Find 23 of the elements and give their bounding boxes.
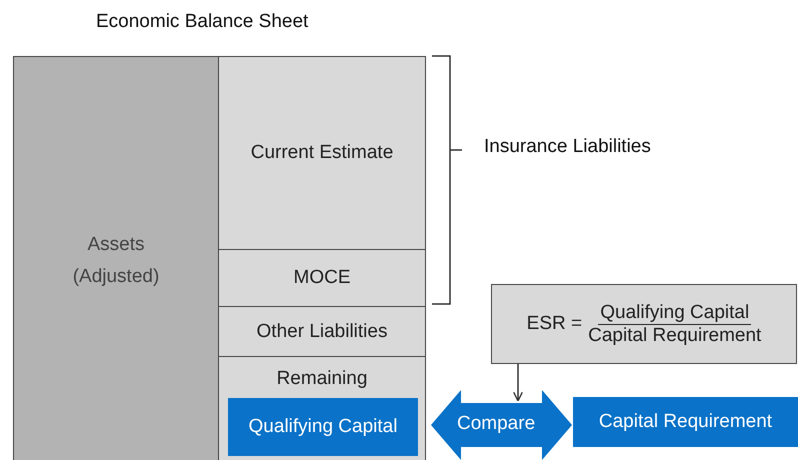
liability-block: [218, 249, 426, 307]
block-label: Other Liabilities: [256, 320, 388, 344]
arrow: [512, 364, 524, 402]
block-label: Capital Requirement: [598, 410, 772, 434]
block-label: Remaining: [276, 367, 368, 391]
block-label: Assets (Adjusted): [72, 233, 160, 289]
capital-box: [228, 398, 418, 456]
denominator-text: Capital Requirement: [588, 324, 762, 346]
formula-box: [491, 284, 797, 364]
assets-block: [13, 56, 219, 460]
remaining-block: [218, 356, 426, 460]
block-label: MOCE: [294, 266, 350, 290]
liability-block: [218, 56, 426, 250]
capital-box: [573, 397, 798, 447]
bracket-label: Insurance Liabilities: [484, 136, 651, 158]
double-arrow: [431, 390, 572, 460]
liability-block: [218, 306, 426, 357]
diagram-title: Economic Balance Sheet: [96, 11, 308, 33]
block-label: Current Estimate: [250, 141, 394, 165]
formula-label: ESR =: [526, 313, 582, 335]
numerator-text: Qualifying Capital: [598, 302, 752, 324]
edge-label: Compare: [457, 413, 536, 435]
block-label: Qualifying Capital: [248, 415, 398, 439]
